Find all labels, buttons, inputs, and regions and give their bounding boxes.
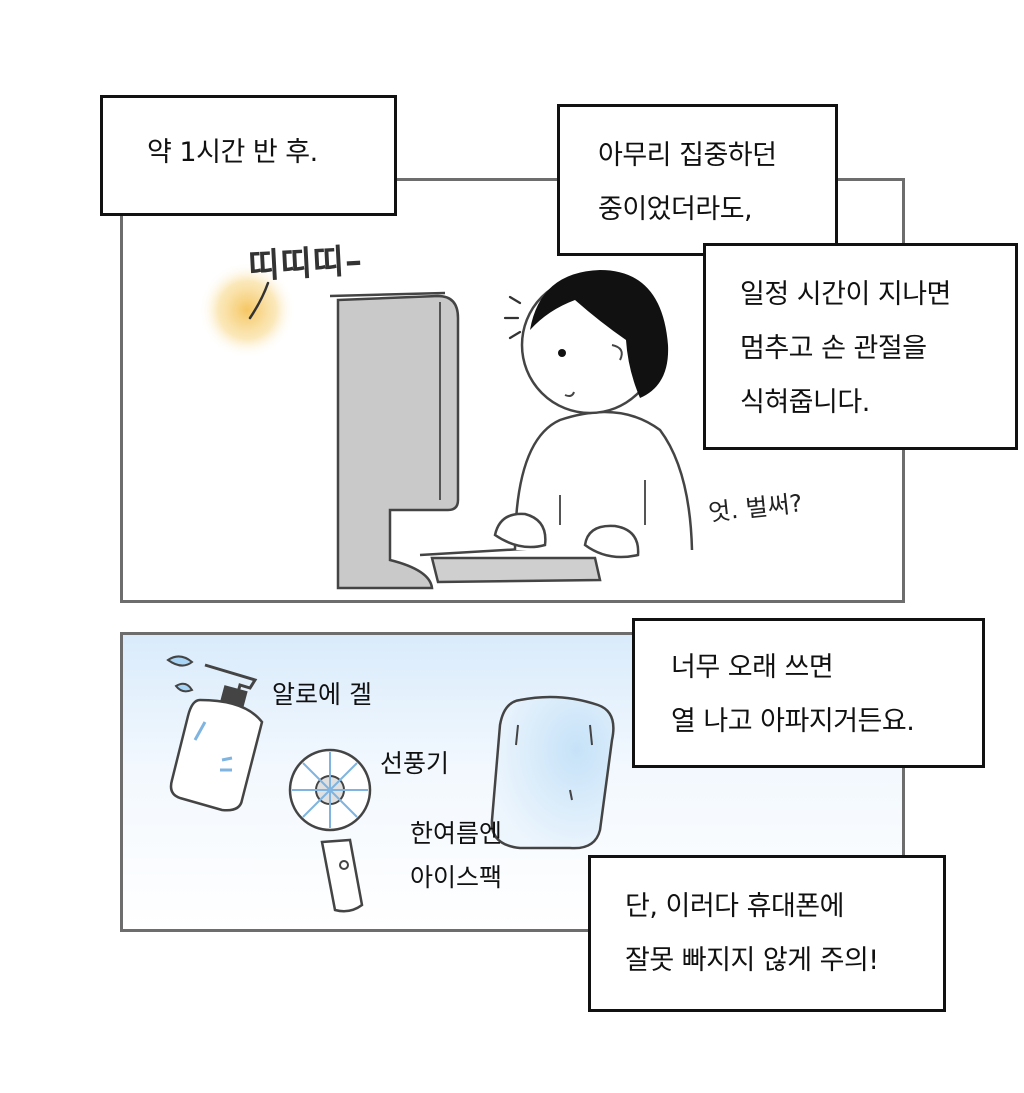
caption-focus: 아무리 집중하던 중이었더라도, bbox=[557, 104, 838, 256]
water-drops-icon bbox=[166, 655, 194, 693]
caption-stop-line-1: 일정 시간이 지나면 bbox=[740, 279, 951, 310]
caption-focus-line-1: 아무리 집중하던 bbox=[598, 140, 777, 171]
alarm-sound-effect: 띠띠띠– bbox=[247, 241, 364, 287]
label-icepack-line-1: 한여름엔 bbox=[410, 819, 503, 848]
caption-warning: 단, 이러다 휴대폰에 잘못 빠지지 않게 주의! bbox=[588, 855, 946, 1012]
label-fan: 선풍기 bbox=[380, 749, 450, 778]
caption-warning-line-2: 잘못 빠지지 않게 주의! bbox=[625, 945, 879, 976]
caption-stop-line-3: 식혀줍니다. bbox=[740, 387, 870, 418]
label-aloe-gel: 알로에 겔 bbox=[272, 680, 372, 709]
caption-stop: 일정 시간이 지나면 멈추고 손 관절을 식혀줍니다. bbox=[703, 243, 1018, 450]
alarm-glow bbox=[199, 262, 295, 358]
caption-time-text: 약 1시간 반 후. bbox=[147, 137, 318, 168]
caption-warning-line-1: 단, 이러다 휴대폰에 bbox=[625, 891, 844, 922]
caption-time: 약 1시간 반 후. bbox=[100, 95, 397, 216]
label-icepack-line-2: 아이스팩 bbox=[410, 863, 503, 892]
monitor-icon bbox=[329, 291, 460, 590]
aloe-gel-bottle-icon bbox=[169, 663, 264, 812]
caption-hot-line-1: 너무 오래 쓰면 bbox=[671, 652, 834, 683]
caption-hot: 너무 오래 쓰면 열 나고 아파지거든요. bbox=[632, 618, 985, 768]
icepack-icon bbox=[490, 695, 615, 850]
fan-icon bbox=[288, 748, 372, 913]
person-figure bbox=[493, 270, 694, 559]
caption-focus-line-2: 중이었더라도, bbox=[598, 194, 753, 225]
caption-hot-line-2: 열 나고 아파지거든요. bbox=[671, 706, 915, 737]
caption-stop-line-2: 멈추고 손 관절을 bbox=[740, 333, 927, 364]
